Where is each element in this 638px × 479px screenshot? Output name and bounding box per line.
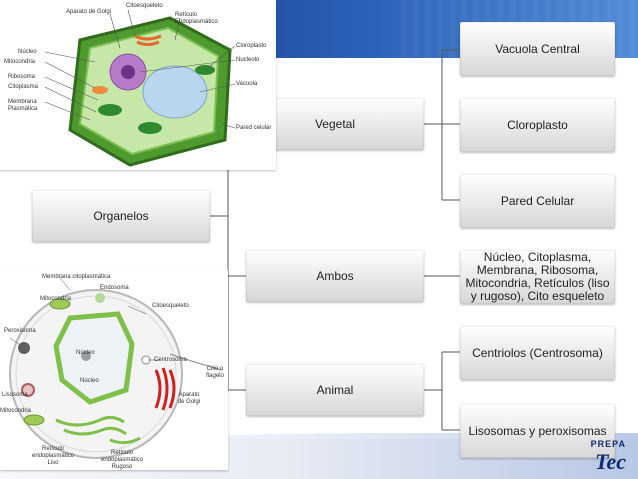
plant-label-citoesqueleto: Citoesqueleto — [126, 3, 163, 9]
node-vegetal-label: Vegetal — [314, 116, 356, 131]
animal-label-mitocondria-top: Mitocondria — [40, 296, 72, 302]
node-animal: Animal — [246, 364, 424, 416]
node-cloroplasto-label: Cloroplasto — [507, 117, 568, 132]
animal-cell-image: Membrana citoplasmática Endosoma Mitocon… — [0, 270, 228, 470]
logo-prepa: PREPA — [590, 439, 626, 449]
animal-label-cilio: Cilio o flagelo — [206, 366, 224, 379]
animal-cell-illustration — [9, 277, 223, 459]
plant-label-citoplasma: Citoplasma — [8, 84, 39, 90]
animal-label-peroxisoma: Peroxisoma — [4, 328, 36, 334]
prepatec-logo: PREPA Tec — [566, 439, 626, 474]
plant-label-nucleo: Núcleo — [18, 49, 37, 55]
logo-tec: Tec — [595, 449, 626, 474]
plant-label-nucleolo: Nucleolo — [236, 57, 260, 63]
animal-label-ret-liso: Retículo endoplasmático Liso — [31, 446, 75, 466]
node-centriolos-label: Centriolos (Centrosoma) — [472, 345, 603, 360]
plant-label-vacuola: Vacuola — [236, 81, 258, 87]
animal-label-ret-rugoso: Retículo endoplasmático Rugoso — [100, 450, 144, 470]
node-lisosomas-label: Lisosomas y peroxisomas — [468, 423, 607, 438]
plant-label-cloroplasto: Cloroplasto — [236, 43, 267, 49]
node-organelos-label: Organelos — [93, 208, 149, 223]
animal-label-lisosoma: Lisosoma — [2, 392, 28, 398]
node-vacuola: Vacuola Central — [460, 22, 615, 76]
animal-label-nucleolo: Núcleo — [76, 350, 95, 356]
node-cloroplasto: Cloroplasto — [460, 98, 615, 152]
plant-label-membrana: Membrana Plasmática — [8, 99, 38, 112]
node-centriolos: Centriolos (Centrosoma) — [460, 326, 615, 380]
animal-label-endosoma: Endosoma — [100, 285, 129, 291]
node-lisosomas: Lisosomas y peroxisomas — [460, 404, 615, 458]
plant-label-golgi: Aparato de Golgi — [66, 9, 112, 15]
animal-label-membrana: Membrana citoplasmática — [42, 274, 111, 280]
plant-label-mitocondria: Mitocondria — [4, 59, 36, 65]
plant-cell-image: Citoesqueleto Aparato de Golgi Retículo … — [0, 0, 276, 170]
node-vacuola-label: Vacuola Central — [495, 41, 580, 56]
plant-label-ribosoma: Ribosoma — [8, 74, 36, 80]
plant-cell-illustration — [44, 9, 236, 167]
plant-label-reticulo: Retículo Endoplasmático — [175, 12, 218, 25]
animal-label-nucleo: Núcleo — [80, 378, 99, 384]
node-pared-label: Pared Celular — [500, 193, 575, 208]
node-ambos-detail: Núcleo, Citoplasma, Membrana, Ribosoma, … — [460, 250, 615, 304]
node-ambos-label: Ambos — [316, 268, 354, 283]
plant-label-pared: Pared celular — [236, 125, 272, 131]
animal-label-golgi: Aparato de Golgi — [177, 392, 201, 405]
node-organelos: Organelos — [32, 190, 210, 242]
animal-label-centrosoma: Centrosoma — [154, 357, 187, 363]
animal-label-citoesqueleto: Citoesqueleto — [152, 303, 189, 309]
node-ambos: Ambos — [246, 250, 424, 302]
node-pared: Pared Celular — [460, 174, 615, 228]
animal-label-mitocondria-bottom: Mitocondria — [0, 408, 32, 414]
node-ambos-detail-label: Núcleo, Citoplasma, Membrana, Ribosoma, … — [465, 250, 610, 303]
node-animal-label: Animal — [316, 382, 354, 397]
